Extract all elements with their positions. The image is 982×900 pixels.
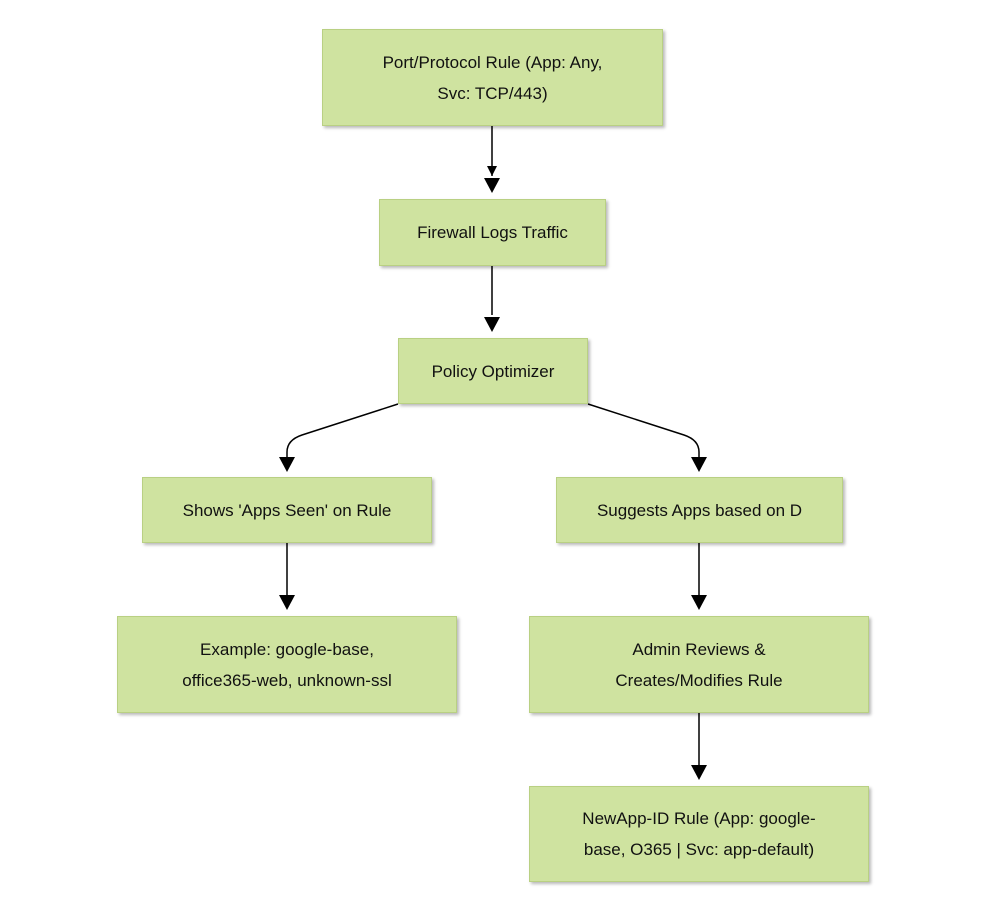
node-shows-apps-seen: Shows 'Apps Seen' on Rule xyxy=(142,477,432,543)
node-text-line: NewApp-ID Rule (App: google- xyxy=(582,809,816,828)
arrowhead-apps-seen xyxy=(279,457,295,472)
arrowhead-example xyxy=(279,595,295,610)
arrowhead-suggests-apps xyxy=(691,457,707,472)
node-text-line: Creates/Modifies Rule xyxy=(615,670,783,690)
node-firewall-logs-traffic: Firewall Logs Traffic xyxy=(379,199,606,266)
edge-policy-optimizer-to-apps-seen xyxy=(286,403,399,457)
node-text-line: Shows 'Apps Seen' on Rule xyxy=(182,500,392,520)
node-text-line: office365-web, unknown-ssl xyxy=(182,670,392,690)
node-suggests-apps: Suggests Apps based on D xyxy=(556,477,843,543)
arrowhead-new-rule xyxy=(691,765,707,780)
node-port-protocol-rule: Port/Protocol Rule (App: Any, Svc: TCP/4… xyxy=(322,29,663,126)
node-example-apps: Example: google-base, office365-web, unk… xyxy=(117,616,457,713)
node-text-line: Firewall Logs Traffic xyxy=(417,223,568,242)
node-text-line: Suggests Apps based on D xyxy=(596,500,803,520)
node-text-line: Admin Reviews & xyxy=(632,639,766,659)
node-text-line: Svc: TCP/443) xyxy=(437,83,548,103)
arrowhead-admin-reviews xyxy=(691,595,707,610)
arrowhead-policy-optimizer xyxy=(484,317,500,332)
node-new-app-id-rule: NewApp-ID Rule (App: google- base, O365 … xyxy=(529,786,869,882)
node-policy-optimizer: Policy Optimizer xyxy=(398,338,588,404)
node-text-line: Policy Optimizer xyxy=(431,361,555,381)
node-text-line: Port/Protocol Rule (App: Any, xyxy=(382,52,603,72)
node-text-line: Example: google-base, xyxy=(200,639,374,659)
node-text-line: base, O365 | Svc: app-default) xyxy=(583,840,815,859)
edge-policy-optimizer-to-suggests-apps xyxy=(587,403,700,457)
arrowhead-firewall-logs xyxy=(484,178,500,193)
node-admin-reviews: Admin Reviews & Creates/Modifies Rule xyxy=(529,616,869,713)
